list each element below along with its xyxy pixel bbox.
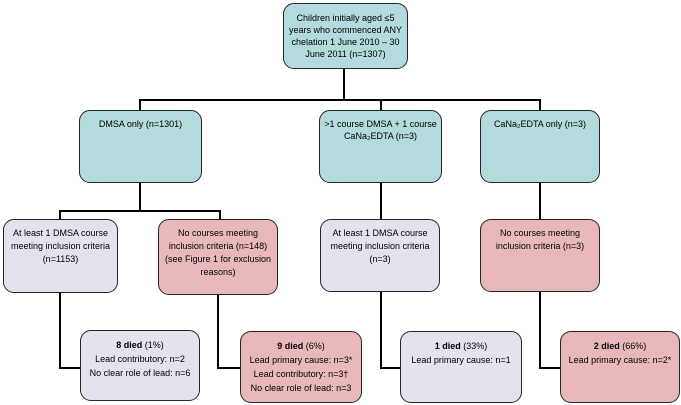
outcome-dmsa-included-box: 8 died (1%) Lead contributory: n=2 No cl… — [80, 330, 200, 401]
outcome-line: No clear role of lead: n=6 — [89, 368, 191, 378]
branch-dmsa-only-text: DMSA only (n=1301) — [98, 119, 183, 129]
death-count: 2 died (66%) — [593, 341, 647, 351]
dmsa-included-criteria-box: At least 1 DMSA course meeting inclusion… — [3, 219, 118, 293]
outcome-edta-box: 2 died (66%) Lead primary cause: n=2* — [560, 331, 680, 403]
outcome-line: Lead primary cause: n=2* — [568, 355, 672, 365]
edta-excluded-criteria-text: No courses meeting inclusion criteria (n… — [495, 228, 585, 251]
dmsa-excluded-criteria-text: No courses meeting inclusion criteria (n… — [164, 228, 272, 277]
branch-edta-only-text: CaNa₂EDTA only (n=3) — [493, 119, 587, 129]
outcome-combo-box: 1 died (33%) Lead primary cause: n=1 — [400, 331, 522, 403]
branch-edta-only-box: CaNa₂EDTA only (n=3) — [480, 110, 600, 183]
dmsa-included-criteria-text: At least 1 DMSA course meeting inclusion… — [10, 228, 111, 264]
outcome-line: Lead contributory: n=2 — [95, 354, 185, 364]
outcome-line: Lead contributory: n=3† — [253, 369, 349, 379]
death-count: 9 died (6%) — [277, 341, 325, 351]
root-cohort-box: Children initially aged ≤5 years who com… — [283, 3, 408, 69]
outcome-dmsa-excluded-box: 9 died (6%) Lead primary cause: n=3* Lea… — [240, 331, 362, 403]
root-cohort-text: Children initially aged ≤5 years who com… — [288, 13, 403, 59]
dmsa-excluded-criteria-box: No courses meeting inclusion criteria (n… — [158, 219, 278, 295]
outcome-line: Lead primary cause: n=3* — [249, 355, 353, 365]
branch-dmsa-plus-edta-text: >1 course DMSA + 1 course CaNa₂EDTA (n=3… — [324, 119, 437, 141]
death-count: 8 died (1%) — [116, 340, 164, 350]
edta-excluded-criteria-box: No courses meeting inclusion criteria (n… — [480, 219, 600, 292]
combo-included-criteria-box: At least 1 DMSA course meeting inclusion… — [320, 219, 440, 292]
branch-dmsa-only-box: DMSA only (n=1301) — [79, 110, 202, 183]
branch-dmsa-plus-edta-box: >1 course DMSA + 1 course CaNa₂EDTA (n=3… — [319, 110, 442, 183]
combo-included-criteria-text: At least 1 DMSA course meeting inclusion… — [330, 228, 430, 264]
death-count: 1 died (33%) — [434, 341, 488, 351]
outcome-line: No clear role of lead: n=3 — [250, 383, 352, 393]
outcome-line: Lead primary cause: n=1 — [411, 355, 511, 365]
